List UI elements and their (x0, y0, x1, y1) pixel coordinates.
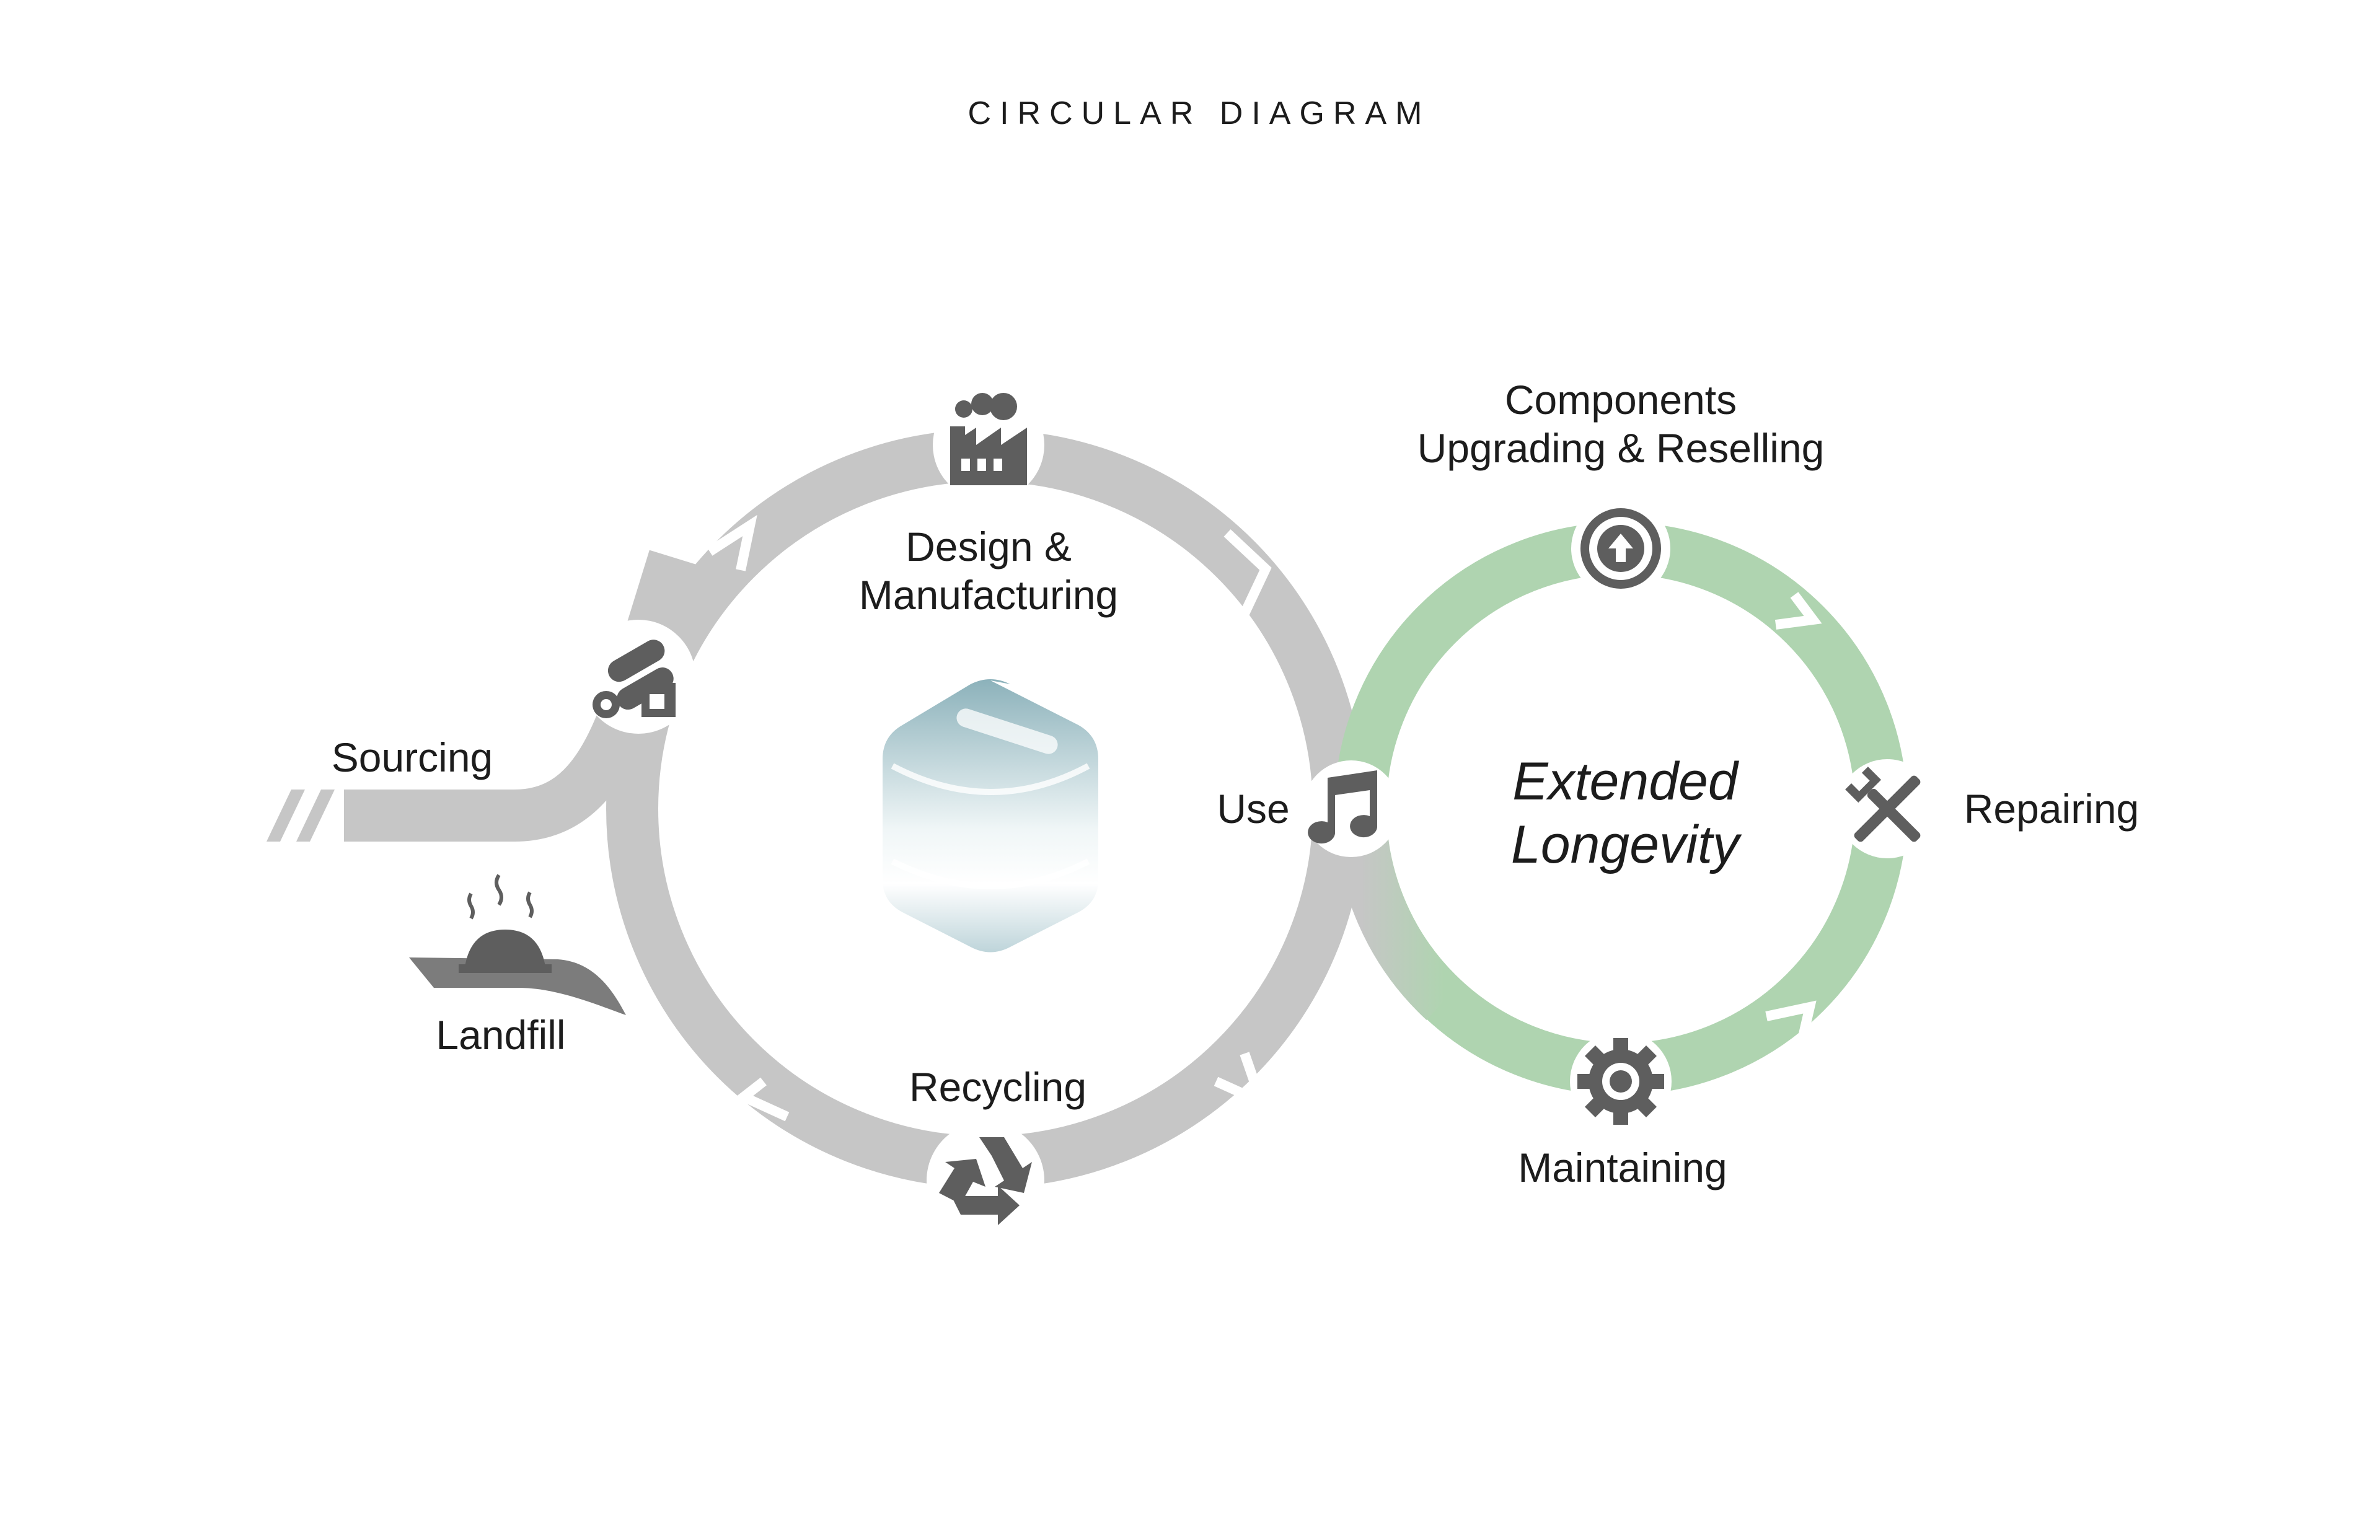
sourcing-stripe (267, 790, 305, 842)
label-maintaining: Maintaining (1518, 1145, 1727, 1190)
recycle-icon (927, 1122, 1044, 1239)
sourcing-stripe (296, 790, 335, 842)
label-components: Components (1505, 377, 1737, 423)
gear-icon (1570, 1031, 1672, 1132)
factory-icon (933, 389, 1044, 501)
main-loop (267, 429, 1365, 1188)
center-label-extended: Extended (1512, 752, 1740, 811)
raw-materials-icon (581, 620, 695, 734)
label-manufacturing: Manufacturing (859, 572, 1118, 618)
label-design: Design & (906, 524, 1072, 570)
center-label-longevity: Longevity (1511, 815, 1742, 874)
label-recycling: Recycling (909, 1064, 1086, 1110)
label-use: Use (1217, 786, 1289, 832)
label-sourcing: Sourcing (332, 734, 493, 780)
diagram-title: CIRCULAR DIAGRAM (968, 95, 1431, 131)
label-repairing: Repairing (1964, 786, 2140, 832)
tools-icon (1838, 759, 1937, 858)
product-cube (883, 679, 1098, 953)
music-note-icon (1303, 760, 1399, 857)
upgrade-arrow-icon (1571, 499, 1670, 598)
landfill-icon (459, 874, 552, 973)
label-upgrading-reselling: Upgrading & Reselling (1417, 425, 1825, 471)
label-landfill: Landfill (436, 1012, 565, 1058)
